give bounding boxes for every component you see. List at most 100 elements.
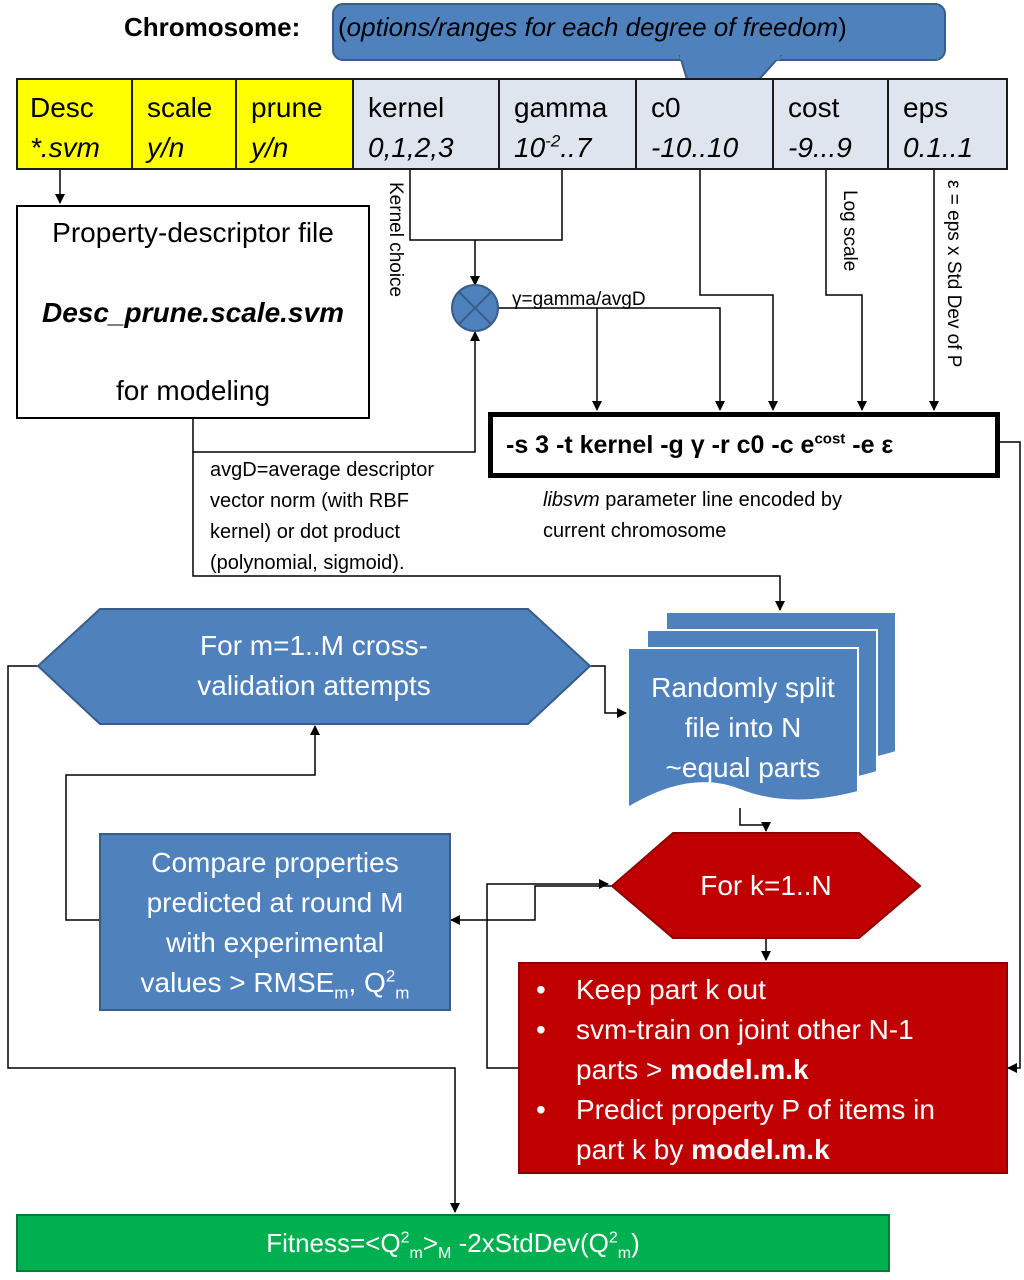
fitness-d: ) <box>631 1228 640 1258</box>
callout-options-text: options/ranges for each degree of freedo… <box>346 12 839 42</box>
train-item3-line2: part k by model.m.k <box>576 1130 830 1170</box>
gene-prune: prune y/n <box>237 78 354 170</box>
line-loopk-to-compare <box>450 885 612 925</box>
gene-cost: cost -9...9 <box>774 78 889 170</box>
gene-kernel-name: kernel <box>368 92 445 123</box>
line-avgd <box>192 331 480 453</box>
avgd-note: avgD=average descriptor vector norm (wit… <box>210 455 434 579</box>
gene-desc: Desc *.svm <box>16 78 133 170</box>
gene-gamma-name: gamma <box>514 92 608 123</box>
loop-k-text: For k=1..N <box>700 870 832 901</box>
gene-cost-name: cost <box>788 92 840 123</box>
libsvm-note-rest2: current chromosome <box>543 520 727 542</box>
param-line-suffix: -e ε <box>845 431 894 459</box>
callout-open-paren: ( <box>338 12 347 42</box>
fitness-c: -2xStdDev(Q <box>451 1228 609 1258</box>
split-text: Randomly split file into N ~equal parts <box>628 668 858 788</box>
libsvm-note-italic: libsvm <box>543 489 600 511</box>
line-cost <box>825 170 867 411</box>
line-loopm-to-split <box>590 665 627 718</box>
train-item3-bold: model.m.k <box>691 1134 830 1165</box>
gene-gamma: gamma 10-2..7 <box>500 78 637 170</box>
compare-line4-sub2: m <box>395 983 410 1003</box>
gene-eps-range: 0.1..1 <box>903 132 974 163</box>
train-box: • Keep part k out • svm-train on joint o… <box>518 962 1008 1174</box>
param-line-prefix: -s 3 -t kernel -g γ -r c0 -c e <box>506 431 815 459</box>
line-compare-to-loopm <box>65 725 320 921</box>
gene-eps-name: eps <box>903 92 949 123</box>
line-file-to-split <box>192 452 785 611</box>
bullet-icon: • <box>536 1094 546 1125</box>
line-gamma <box>475 170 563 241</box>
multiplier-icon <box>451 284 499 332</box>
loop-k-hexagon <box>610 832 922 939</box>
fitness-box: Fitness=<Q2m>M -2xStdDev(Q2m) <box>16 1214 890 1272</box>
gene-cost-range: -9...9 <box>788 132 852 163</box>
property-file-name: Desc_prune.scale.svm <box>42 297 344 328</box>
line-split-to-loopk <box>739 808 771 832</box>
gamma-range-base: 10 <box>514 132 546 163</box>
compare-box: Compare properties predicted at round M … <box>99 833 451 1011</box>
bullet-icon: • <box>536 1014 546 1045</box>
gene-scale: scale y/n <box>133 78 237 170</box>
avgd-note-line4: (polynomial, sigmoid). <box>210 552 405 574</box>
loop-m-line1: For m=1..M cross- <box>200 630 428 661</box>
line-param-to-train <box>1000 441 1021 1073</box>
gene-scale-name: scale <box>147 92 213 123</box>
property-file-line3: for modeling <box>115 375 271 406</box>
split-documents-shape <box>627 611 897 810</box>
avgd-note-line2: vector norm (with RBF <box>210 490 409 512</box>
compare-line2: predicted at round M <box>146 887 404 918</box>
gene-c0-name: c0 <box>651 92 681 123</box>
compare-line4-b: , Q <box>348 967 386 998</box>
train-item2-line1: svm-train on joint other N-1 <box>576 1014 914 1045</box>
callout-text: (options/ranges for each degree of freed… <box>338 12 847 43</box>
gene-eps: eps 0.1..1 <box>889 78 1008 170</box>
bullet-icon: • <box>536 974 546 1005</box>
gamma-range-exp: -2 <box>545 131 561 151</box>
fitness-a: Fitness=<Q <box>266 1228 401 1258</box>
gene-gamma-range: 10-2..7 <box>514 128 635 168</box>
gene-desc-name: Desc <box>30 92 94 123</box>
loop-m-hexagon <box>36 608 592 725</box>
gene-kernel-range: 0,1,2,3 <box>368 132 454 163</box>
chromosome-row-frame <box>16 78 1008 170</box>
loop-m-line2: validation attempts <box>197 670 431 701</box>
fitness-sup1: 2 <box>400 1229 410 1247</box>
param-line-box: -s 3 -t kernel -g γ -r c0 -c ecost -e ε <box>488 412 1000 478</box>
fitness-sub1: m <box>409 1245 423 1263</box>
gamma-formula: γ=gamma/avgD <box>512 289 646 310</box>
callout-close-paren: ) <box>838 12 847 42</box>
gene-kernel: kernel 0,1,2,3 <box>354 78 500 170</box>
compare-line4: values > RMSEm, Q2m <box>101 963 449 1003</box>
gene-scale-range: y/n <box>147 132 185 163</box>
loop-m-text: For m=1..M cross- validation attempts <box>100 626 528 706</box>
avgd-note-line1: avgD=average descriptor <box>210 459 435 481</box>
compare-line4-sub1: m <box>334 983 349 1003</box>
train-item2-bold: model.m.k <box>670 1054 809 1085</box>
compare-line1: Compare properties <box>151 847 399 878</box>
train-item2-line2: parts > model.m.k <box>576 1050 809 1090</box>
fitness-sub3: m <box>617 1245 632 1263</box>
fitness-b: > <box>422 1228 439 1258</box>
line-loopm-to-fitness <box>7 665 460 1213</box>
gene-desc-range: *.svm <box>30 132 100 163</box>
compare-line3: with experimental <box>166 927 384 958</box>
line-train-to-loopk <box>486 879 609 1069</box>
compare-line4-a: values > RMSE <box>140 967 335 998</box>
split-line1: Randomly split <box>651 672 835 703</box>
fitness-sup2: 2 <box>608 1229 618 1247</box>
train-item1: Keep part k out <box>576 974 766 1005</box>
fitness-sub2: M <box>438 1245 452 1263</box>
line-kernel <box>409 170 475 241</box>
eps-formula-label: ε = eps x Std Dev of P <box>943 180 964 368</box>
train-item2-b: parts > <box>576 1054 671 1085</box>
property-file-line1: Property-descriptor file <box>52 217 334 248</box>
avgd-note-line3: kernel) or dot product <box>210 521 401 543</box>
param-line-sup: cost <box>814 430 846 448</box>
libsvm-note-rest1: parameter line encoded by <box>599 489 843 511</box>
split-line2: file into N <box>684 712 802 743</box>
gene-prune-name: prune <box>251 92 323 123</box>
line-gamma-formula <box>497 307 725 411</box>
gene-c0: c0 -10..10 <box>637 78 774 170</box>
